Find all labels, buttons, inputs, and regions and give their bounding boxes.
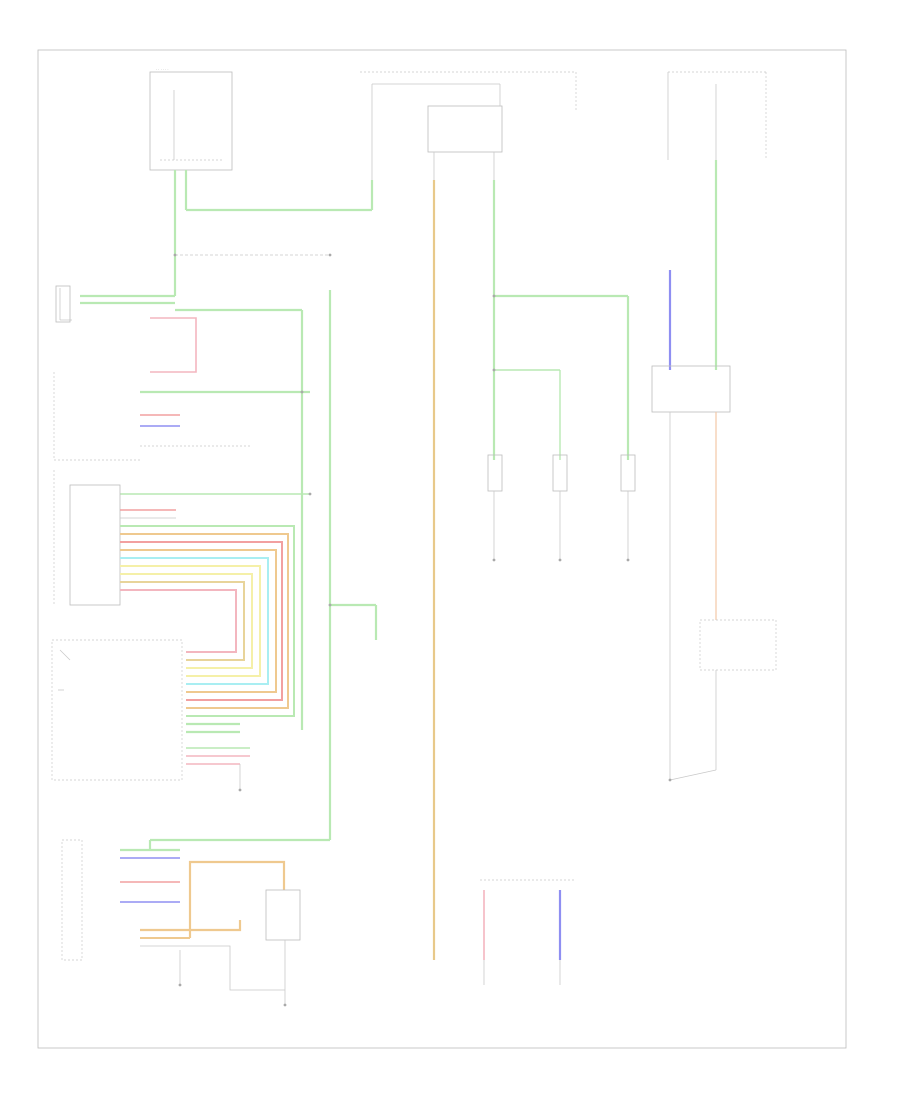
control-unit-upper	[53, 285, 140, 461]
fuse-box-center	[360, 71, 577, 180]
splice-points	[173, 253, 672, 1007]
pink-wires-top	[140, 317, 252, 447]
control-unit-lower	[53, 470, 121, 606]
green-wires-main	[80, 170, 378, 850]
multicolor-wire-harness	[120, 509, 295, 790]
fuse-box-right	[667, 71, 767, 160]
center-green-wires	[487, 180, 636, 560]
bottom-center-circuit	[480, 879, 576, 985]
svg-text:. . . . . .: . . . . . .	[156, 67, 169, 71]
bottom-left-unit	[61, 839, 301, 1005]
switch-panel	[51, 639, 183, 781]
fuse-box-left: . . . . . .	[149, 67, 233, 171]
right-side-circuit	[651, 160, 777, 781]
diagram-frame	[37, 49, 847, 1049]
